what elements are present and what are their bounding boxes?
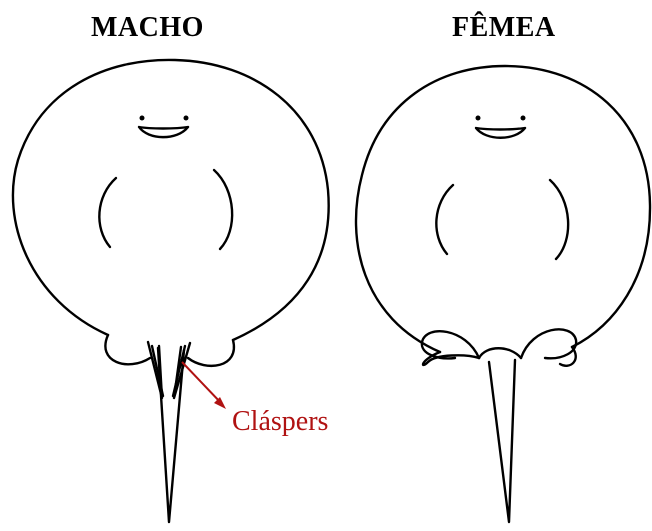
male-gill-left bbox=[99, 178, 116, 247]
female-disc-outline bbox=[356, 66, 650, 352]
male-claspers bbox=[148, 342, 190, 398]
clasper-callout-arrow bbox=[182, 362, 226, 409]
male-nostril-left bbox=[140, 116, 145, 121]
male-gill-right bbox=[214, 170, 232, 249]
female-stingray bbox=[356, 66, 650, 522]
male-pelvic-fin-left bbox=[105, 335, 150, 364]
female-nostril-right bbox=[521, 116, 526, 121]
clasper-callout-label: Cláspers bbox=[232, 406, 328, 438]
female-gill-right bbox=[550, 180, 568, 259]
male-pelvic-fin-right bbox=[188, 340, 234, 366]
female-pelvic-lobes-right bbox=[521, 329, 576, 358]
male-title: MACHO bbox=[91, 12, 204, 44]
male-stingray bbox=[13, 60, 329, 522]
male-nostril-right bbox=[184, 116, 189, 121]
female-gill-left bbox=[436, 185, 453, 254]
female-cloaca-line bbox=[479, 348, 521, 358]
male-mouth bbox=[139, 127, 188, 137]
male-disc-outline bbox=[13, 60, 329, 340]
female-nostril-left bbox=[476, 116, 481, 121]
female-mouth bbox=[476, 128, 525, 138]
female-pelvic-lobes bbox=[422, 331, 479, 358]
female-tail bbox=[489, 360, 515, 522]
female-title: FÊMEA bbox=[452, 12, 556, 44]
